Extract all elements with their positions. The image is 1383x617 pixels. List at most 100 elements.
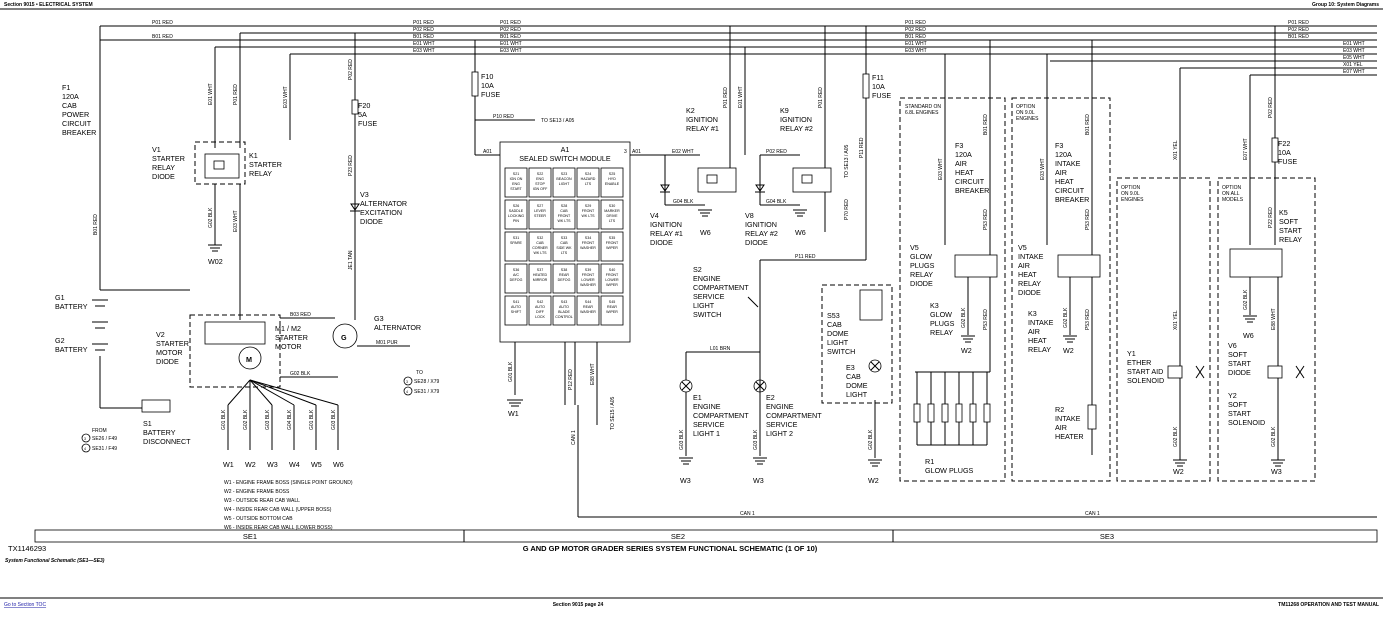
- svg-text:E03 WHT: E03 WHT: [413, 48, 435, 54]
- bus-lines: [100, 25, 1377, 76]
- svg-text:P01 RED: P01 RED: [500, 20, 521, 26]
- switch-cell: [552, 263, 576, 294]
- intake-heater-option: [1011, 97, 1111, 482]
- switch-cell: [528, 231, 552, 262]
- switch-cell: [600, 199, 624, 230]
- glow-plug: [969, 403, 977, 423]
- switch-cell: [528, 263, 552, 294]
- glow-plug: [927, 403, 935, 423]
- glow-plug-array: [913, 372, 991, 446]
- svg-text:B01 RED: B01 RED: [500, 34, 521, 40]
- battery-disconnect: [141, 399, 171, 413]
- svg-text:E03 WHT: E03 WHT: [938, 158, 944, 180]
- svg-text:G01 BLK: G01 BLK: [221, 409, 227, 430]
- svg-text:W4: W4: [289, 460, 300, 469]
- svg-text:P70 RED: P70 RED: [844, 199, 850, 220]
- switch-cell: [504, 167, 528, 198]
- toc-link[interactable]: Go to Section TOC: [4, 602, 46, 608]
- svg-text:E03 WHT: E03 WHT: [1343, 48, 1365, 54]
- svg-text:W6: W6: [333, 460, 344, 469]
- section-se2: SE2: [671, 532, 685, 541]
- svg-text:W1: W1: [508, 409, 519, 418]
- svg-text:G01 BLK: G01 BLK: [309, 409, 315, 430]
- switch-cell: [552, 295, 576, 326]
- svg-text:P53 RED: P53 RED: [1085, 309, 1091, 330]
- svg-text:SEALED SWITCH MODULE: SEALED SWITCH MODULE: [519, 154, 611, 163]
- svg-text:W3: W3: [753, 476, 764, 485]
- switch-cell: [504, 295, 528, 326]
- svg-text:W2: W2: [1173, 467, 1184, 476]
- svg-text:W5: W5: [311, 460, 322, 469]
- svg-text:E01 WHT: E01 WHT: [500, 41, 522, 47]
- svg-text:W4 - INSIDE REAR CAB WALL (UPP: W4 - INSIDE REAR CAB WALL (UPPER BOSS): [224, 507, 332, 513]
- switch-cell: [528, 295, 552, 326]
- switch-cell: [528, 167, 552, 198]
- svg-text:B01 RED: B01 RED: [983, 114, 989, 135]
- svg-text:W1: W1: [223, 460, 234, 469]
- k3-intake-relay: [1057, 254, 1101, 278]
- svg-text:W6: W6: [700, 228, 711, 237]
- svg-text:G03 BLK: G03 BLK: [753, 429, 759, 450]
- svg-text:G02 BLK: G02 BLK: [868, 429, 874, 450]
- svg-text:E03 WHT: E03 WHT: [500, 48, 522, 54]
- svg-text:E01 WHT: E01 WHT: [413, 41, 435, 47]
- svg-text:B01 RED: B01 RED: [1288, 34, 1309, 40]
- section-se3: SE3: [1100, 532, 1114, 541]
- svg-text:W2: W2: [1063, 346, 1074, 355]
- svg-text:L01 BRN: L01 BRN: [710, 346, 731, 352]
- svg-text:M: M: [246, 355, 252, 364]
- svg-text:P02 RED: P02 RED: [348, 59, 354, 80]
- svg-text:TO SE13 / A05: TO SE13 / A05: [844, 145, 850, 178]
- svg-text:P01 RED: P01 RED: [818, 87, 824, 108]
- switch-cell: [528, 199, 552, 230]
- k5-relay: [1229, 248, 1283, 278]
- svg-text:P02 RED: P02 RED: [905, 27, 926, 33]
- svg-text:G04 BLK: G04 BLK: [287, 409, 293, 430]
- section-se1: SE1: [243, 532, 257, 541]
- glow-plug: [955, 403, 963, 423]
- svg-text:E01 WHT: E01 WHT: [738, 86, 744, 108]
- k1-relay-box: [194, 141, 246, 185]
- footer-page: Section 9015 page 24: [553, 602, 604, 608]
- svg-text:G02 BLK: G02 BLK: [208, 207, 214, 228]
- svg-text:E07 WHT: E07 WHT: [1243, 138, 1249, 160]
- svg-text:P23 RED: P23 RED: [348, 155, 354, 176]
- svg-text:G02 BLK: G02 BLK: [1271, 426, 1277, 447]
- soft-start-option: [1217, 177, 1316, 482]
- svg-text:G02 BLK: G02 BLK: [1243, 289, 1249, 310]
